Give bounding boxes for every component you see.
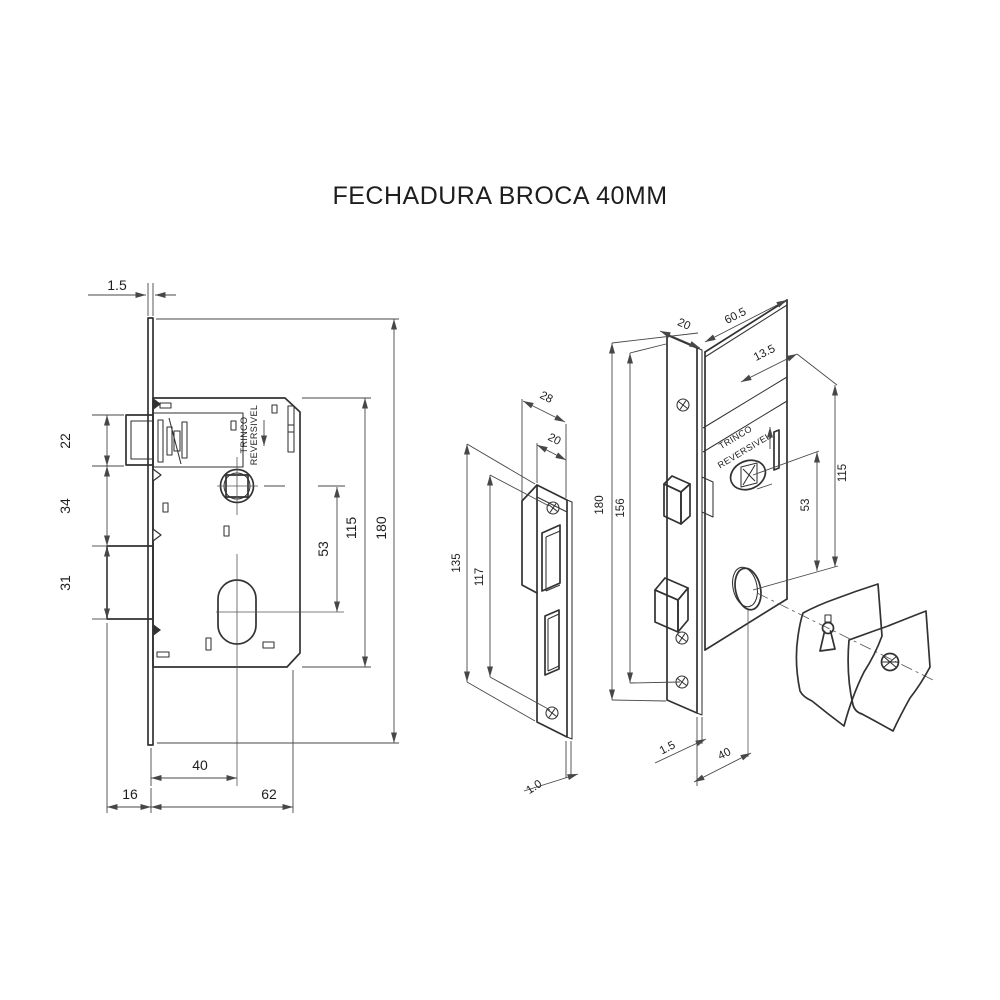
strike-lip [521, 484, 538, 594]
dim-iso-body-depth: 60.5 [723, 306, 748, 327]
dim-hub-to-cylinder: 53 [315, 541, 331, 557]
dim-faceplate-thickness: 1.5 [107, 277, 127, 293]
trinco-label: TRINCO [239, 417, 249, 454]
door-fragment-keyhole [795, 583, 883, 727]
dim-screw-spacing: 117 [474, 568, 486, 586]
iso-latch-opening [701, 476, 714, 518]
keyhole-icon [819, 614, 836, 652]
dim-bolt-height: 31 [57, 575, 73, 591]
dim-hole-offset: 20 [546, 432, 563, 449]
dim-plate-height: 135 [451, 553, 463, 572]
iso-reversible-latch-note: TRINCO REVERSIVEL [716, 424, 773, 471]
iso-faceplate-edge [696, 347, 703, 716]
dim-latch-height: 22 [57, 433, 73, 449]
iso-dimensions: 20 60.5 13.5 180 156 115 53 [594, 299, 849, 786]
dim-body-height: 115 [343, 517, 359, 540]
latch-mechanism [152, 412, 244, 468]
lock-body-outline [152, 397, 301, 668]
iso-screw-bottom-icon [675, 675, 689, 689]
spindle-hub [217, 457, 258, 515]
iso-spindle-hub [729, 459, 773, 491]
dim-iso-hub-to-cylinder: 53 [800, 499, 812, 512]
dim-iso-cover-offset: 13.5 [752, 343, 777, 364]
dim-faceplate-height: 180 [373, 516, 389, 540]
dim-plate-width: 28 [538, 390, 555, 407]
strike-dimensions: 28 20 135 117 1.0 [451, 390, 579, 797]
dim-iso-screw-spacing: 156 [615, 498, 627, 517]
deadbolt [106, 545, 154, 620]
latch-bolt [125, 414, 154, 466]
dim-iso-faceplate-thickness: 1.5 [658, 739, 678, 757]
case-slots [156, 402, 295, 658]
dim-backset: 40 [192, 757, 208, 773]
front-dimensions: 1.5 22 34 31 40 16 62 [57, 277, 399, 813]
faceplate-tabs [152, 398, 162, 636]
reversible-latch-note: TRINCO REVERSIVEL [239, 405, 267, 466]
iso-screw-mid-icon [675, 631, 689, 645]
drawing-title: FECHADURA BROCA 40MM [332, 182, 667, 210]
iso-latch-bolt [663, 475, 691, 525]
dim-iso-faceplate-height: 180 [594, 495, 606, 514]
strike-plate-fold [536, 496, 568, 513]
dim-iso-backset: 40 [716, 746, 733, 763]
strike-plate-face [536, 484, 568, 738]
door-fragment-spindle [847, 610, 931, 732]
dim-body-width: 62 [261, 786, 277, 802]
strike-screw-top-icon [546, 501, 560, 515]
strike-screw-bottom-icon [545, 706, 559, 720]
strike-plate-view: 28 20 135 117 1.0 [451, 390, 579, 797]
reversivel-label: REVERSIVEL [249, 405, 259, 466]
strike-plate-edge [566, 499, 573, 740]
cylinder-hole [216, 554, 344, 786]
strike-latch-hole [541, 524, 561, 592]
iso-screw-top-icon [676, 398, 690, 412]
iso-cover-slot [767, 427, 780, 471]
spindle-hole-icon [880, 652, 900, 672]
iso-deadbolt [654, 577, 689, 633]
dim-bolt-projection: 16 [122, 786, 138, 802]
dim-latch-to-bolt: 34 [57, 498, 73, 514]
front-view: TRINCO REVERSIVEL 1.5 22 34 31 [57, 277, 399, 813]
exploded-iso-view: TRINCO REVERSIVEL [594, 299, 936, 786]
dim-plate-thickness: 1.0 [524, 778, 544, 797]
strike-bolt-hole [544, 609, 560, 676]
iso-cylinder-hole [732, 566, 762, 757]
dim-iso-faceplate-width: 20 [676, 317, 693, 333]
dim-iso-body-height: 115 [837, 464, 849, 482]
assembly-centerline [756, 592, 936, 682]
